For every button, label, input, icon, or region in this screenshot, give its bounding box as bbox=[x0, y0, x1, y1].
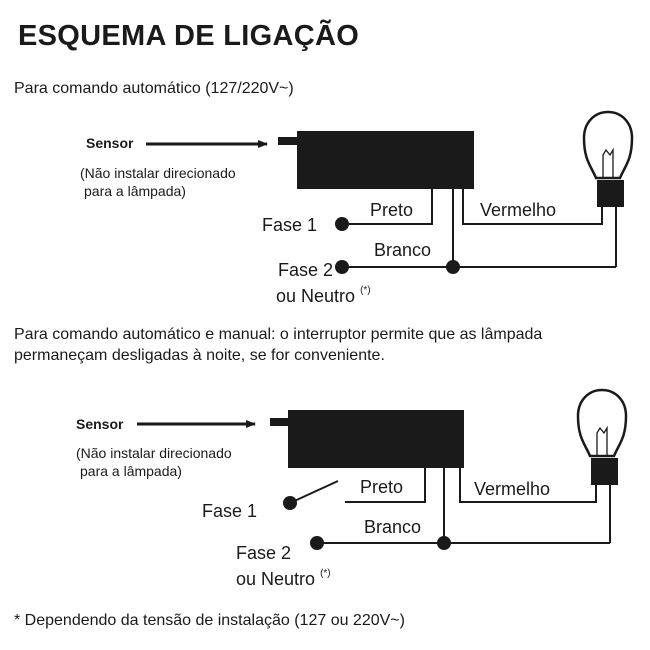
diagram1-sensor-note-1: (Não instalar direcionado bbox=[80, 165, 236, 181]
terminal-fase1 bbox=[335, 217, 349, 231]
diagram1-fase2-label: Fase 2 bbox=[278, 260, 334, 280]
diagram2-wire-red-label: Vermelho bbox=[474, 479, 551, 499]
wire-black bbox=[345, 468, 426, 503]
diagram2-wire-white-label: Branco bbox=[364, 517, 422, 537]
wire-red bbox=[459, 468, 597, 503]
wire-red bbox=[462, 189, 603, 225]
diagram1-neutro-label: ou Neutro (*) bbox=[276, 285, 371, 306]
diagram1-fase1-label: Fase 1 bbox=[262, 215, 318, 235]
sensor-box-icon bbox=[270, 418, 290, 426]
diagram2-footnote-mark: (*) bbox=[320, 568, 331, 579]
light-bulb-icon bbox=[576, 388, 628, 485]
terminal-fase2 bbox=[335, 260, 349, 274]
wire-black bbox=[342, 189, 433, 225]
diagram2-sensor-note-1: (Não instalar direcionado bbox=[76, 445, 232, 461]
diagram2-fase1-label: Fase 1 bbox=[202, 501, 258, 521]
sensor-box-icon bbox=[297, 131, 474, 189]
diagram2-caption-2: permaneçam desligadas à noite, se for co… bbox=[14, 347, 385, 364]
diagram1-wire-red-label: Vermelho bbox=[480, 200, 557, 220]
light-bulb-icon bbox=[582, 110, 634, 207]
sensor-box-icon bbox=[288, 410, 464, 468]
diagram1-sensor-note-2: para a lâmpada) bbox=[84, 183, 186, 199]
page-title: ESQUEMA DE LIGAÇÃO bbox=[18, 20, 360, 52]
diagram1-wire-black-label: Preto bbox=[370, 200, 414, 220]
diagram2-wire-black-label: Preto bbox=[360, 477, 404, 497]
terminal-fase1 bbox=[283, 496, 297, 510]
diagram1-footnote-mark: (*) bbox=[360, 285, 371, 296]
footnote: * Dependendo da tensão de instalação (12… bbox=[14, 612, 405, 629]
switch-icon bbox=[289, 480, 339, 504]
diagram2-fase2-label: Fase 2 bbox=[236, 543, 292, 563]
terminal-fase2 bbox=[310, 536, 324, 550]
diagram1-sensor-label: Sensor bbox=[86, 135, 134, 151]
diagram1-wire-white-label: Branco bbox=[374, 240, 432, 260]
diagram1-caption: Para comando automático (127/220V~) bbox=[14, 80, 294, 97]
diagram2-graphics bbox=[137, 388, 628, 550]
diagram2-neutro-label: ou Neutro (*) bbox=[236, 568, 331, 589]
diagram2-sensor-note-2: para a lâmpada) bbox=[80, 463, 182, 479]
diagram2-caption-1: Para comando automático e manual: o inte… bbox=[14, 326, 543, 343]
diagram2-sensor-label: Sensor bbox=[76, 416, 124, 432]
diagram1-graphics bbox=[146, 110, 634, 274]
sensor-box-icon bbox=[278, 137, 298, 145]
